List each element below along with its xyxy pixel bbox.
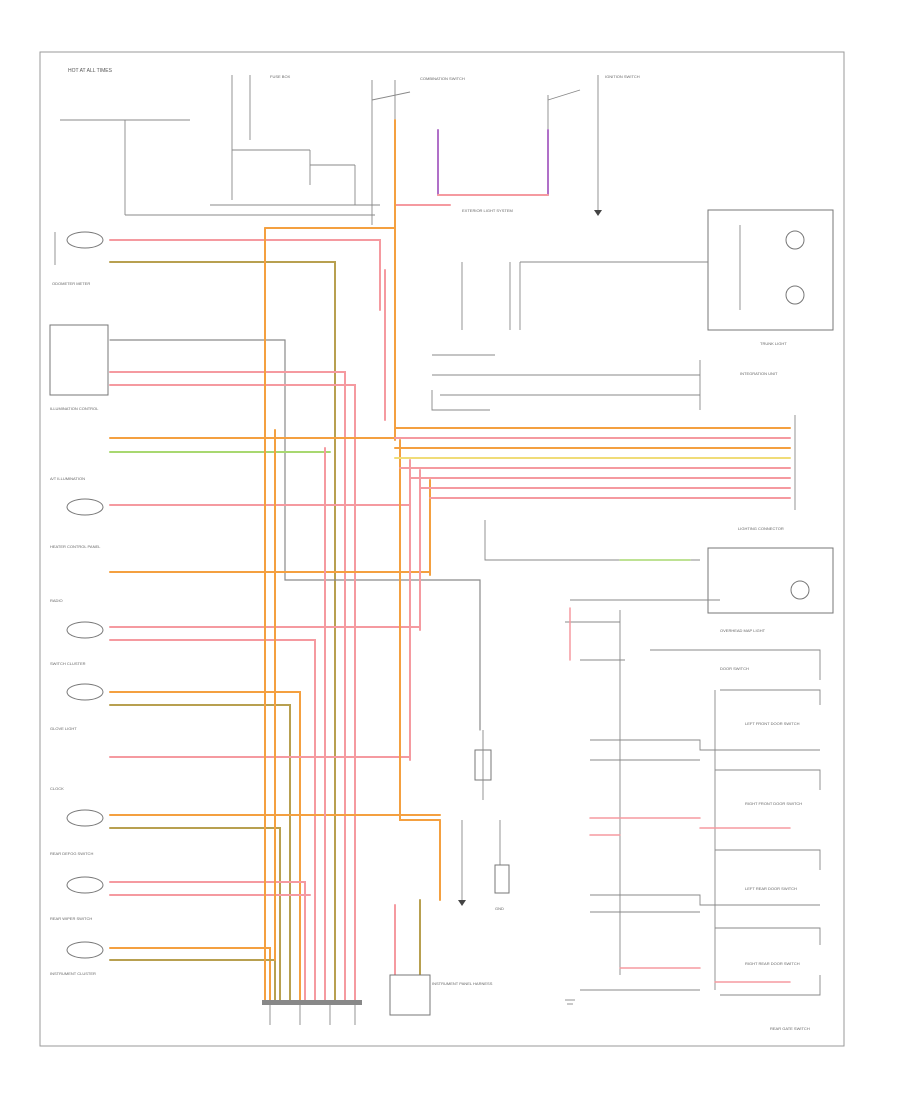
label-rear-defog-switch: REAR DEFOG SWITCH [50, 851, 93, 856]
label-left-rear-door: LEFT REAR DOOR SWITCH [745, 886, 797, 891]
vertical-trunk [264, 119, 441, 1001]
bottom-connector [262, 1000, 362, 1025]
label-rear-wiper-switch: REAR WIPER SWITCH [50, 916, 92, 921]
label-combination-switch: COMBINATION SWITCH [420, 76, 465, 81]
label-right-front-door: RIGHT FRONT DOOR SWITCH [745, 801, 802, 806]
label-ignition-switch: IGNITION SWITCH [605, 74, 640, 79]
label-switch-cluster: SWITCH CLUSTER [50, 661, 86, 666]
label-trunk-light: TRUNK LIGHT [760, 341, 787, 346]
label-at-illumination: A/T ILLUMINATION [50, 476, 85, 481]
label-left-front-door: LEFT FRONT DOOR SWITCH [745, 721, 800, 726]
label-right-rear-door: RIGHT REAR DOOR SWITCH [745, 961, 800, 966]
label-illumination-control: ILLUMINATION CONTROL [50, 406, 99, 411]
middle-gray-wiring: INTEGRATION UNIT [431, 262, 778, 561]
label-exterior-light-system: EXTERIOR LIGHT SYSTEM [462, 208, 513, 213]
horizontal-bus: LIGHTING CONNECTOR [394, 415, 796, 531]
label-glove-light: GLOVE LIGHT [50, 726, 77, 731]
label-instrument-panel-harness: INSTRUMENT PANEL HARNESS [432, 981, 493, 986]
label-odometer-meter: ODOMETER METER [52, 281, 90, 286]
label-lighting-connector: LIGHTING CONNECTOR [738, 526, 784, 531]
label-rear-gate-switch: REAR GATE SWITCH [770, 1026, 810, 1031]
label-instrument-cluster: INSTRUMENT CLUSTER [50, 971, 96, 976]
lower-middle: GND INSTRUMENT PANEL HARNESS [389, 730, 575, 1016]
label-radio: RADIO [50, 598, 63, 603]
door-switch-section: OVERHEAD MAP LIGHT DOOR SWITCH LEFT FRON… [565, 547, 834, 1031]
left-horizontal-wires [109, 239, 481, 1001]
label-integration-unit: INTEGRATION UNIT [740, 371, 778, 376]
left-components: ODOMETER METER ILLUMINATION CONTROL A/T … [49, 231, 109, 976]
trunk-light: TRUNK LIGHT [520, 209, 834, 346]
top-fuse-section: HOT AT ALL TIMES FUSE BOX COMBINATION SW… [60, 68, 640, 225]
label-fuse-box: FUSE BOX [270, 74, 291, 79]
label-overhead-light: OVERHEAD MAP LIGHT [720, 628, 766, 633]
label-heater-control-panel: HEATER CONTROL PANEL [50, 544, 101, 549]
label-ground: GND [495, 906, 504, 911]
label-door-switch: DOOR SWITCH [720, 666, 749, 671]
label-clock: CLOCK [50, 786, 64, 791]
label-hot-at-all-times: HOT AT ALL TIMES [68, 68, 113, 74]
